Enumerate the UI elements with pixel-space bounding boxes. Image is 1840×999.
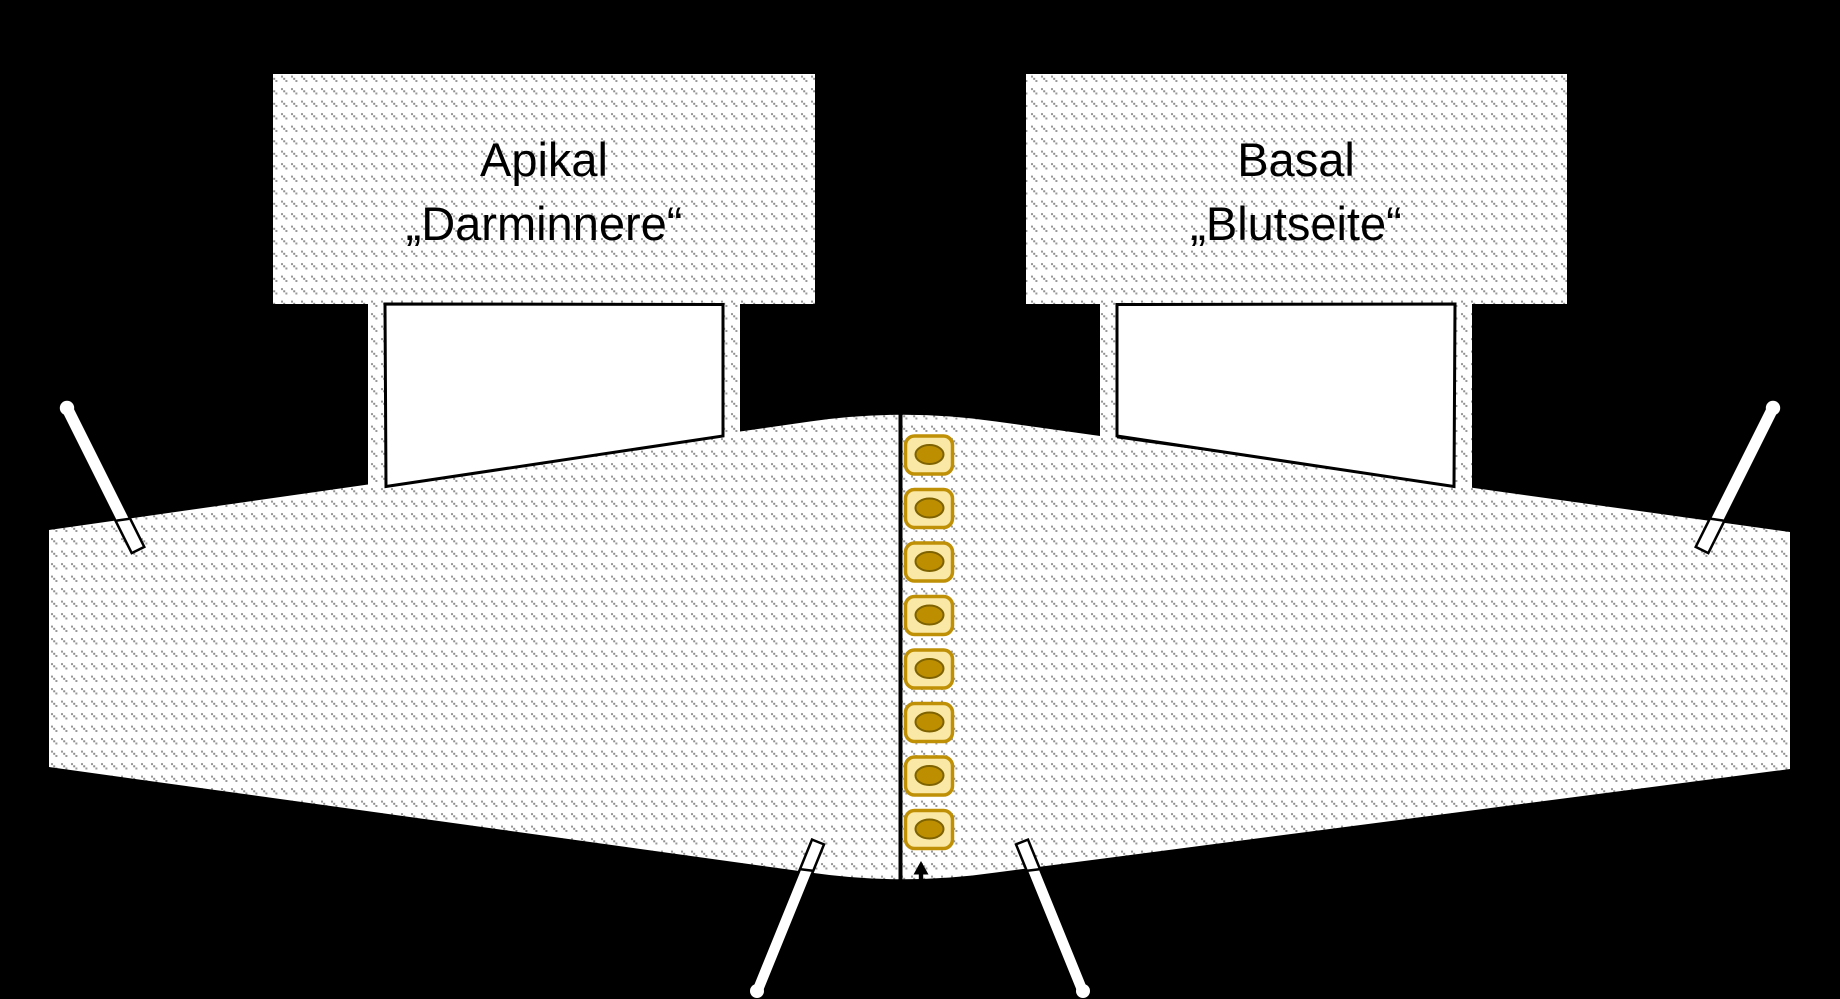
electrode-bottom-right <box>1014 837 1091 998</box>
apical-chamber-window <box>383 302 725 489</box>
electrode-entry-line <box>800 867 813 873</box>
cell-nucleus <box>914 818 945 840</box>
cell-nucleus <box>914 497 945 519</box>
apical-label-box <box>273 74 815 304</box>
apical-neck-right-strip <box>723 304 740 440</box>
electrode-entry-line <box>1710 517 1724 522</box>
electrode-top-right <box>1694 400 1781 555</box>
epithelial-cell-layer <box>903 434 955 851</box>
basal-chamber-window <box>1115 302 1457 489</box>
basal-neck-right-strip <box>1455 304 1472 488</box>
cell-layer-arrow-icon <box>913 861 929 889</box>
basal-label-box <box>1026 74 1567 304</box>
basal-label-line2: „Blutseite“ <box>1190 197 1402 250</box>
chamber-body <box>49 414 1790 880</box>
basal-label-line1: Basal <box>1237 133 1355 186</box>
electrode-cap <box>1076 984 1090 998</box>
cell-nucleus <box>914 658 945 679</box>
cell-nucleus <box>914 604 945 626</box>
apical-label-line1: Apikal <box>480 133 608 186</box>
electrode-cap <box>59 400 75 416</box>
cell-nucleus <box>914 711 945 733</box>
electrode-entry-line <box>1027 867 1040 873</box>
electrode-cap <box>750 984 764 998</box>
electrode-top-left <box>59 400 146 555</box>
electrode-cap <box>1765 400 1781 416</box>
membrane-line <box>898 410 903 884</box>
cell-nucleus <box>914 444 945 465</box>
apical-neck-left-strip <box>368 304 385 488</box>
electrode-bottom-left <box>749 837 826 998</box>
apical-label-line2: „Darminnere“ <box>406 197 683 250</box>
basal-neck-left-strip <box>1100 304 1117 440</box>
cell-nucleus <box>914 765 945 786</box>
cell-nucleus <box>914 551 945 572</box>
electrode-entry-line <box>116 517 130 522</box>
